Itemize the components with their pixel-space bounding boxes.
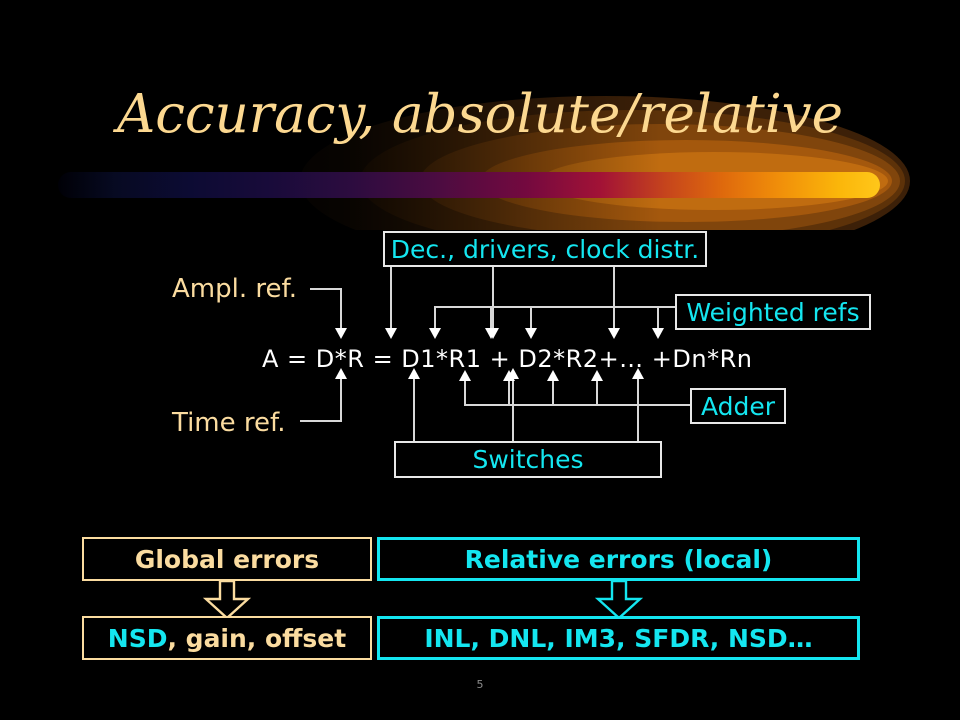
slide-title: Accuracy, absolute/relative — [116, 84, 844, 145]
connector-decoder-drop-3 — [613, 267, 615, 330]
connector-weighted-refs-drop-4 — [657, 306, 659, 330]
label-ampl-ref: Ampl. ref. — [172, 274, 298, 304]
box-relative-errors[interactable]: Relative errors (local) — [377, 537, 860, 581]
arrowhead-adder-3 — [547, 370, 559, 381]
arrowhead-decoder-1 — [385, 328, 397, 339]
arrowhead-switches-1 — [408, 368, 420, 379]
connector-weighted-refs-bus — [434, 306, 675, 308]
box-global-errors-label: Global errors — [134, 544, 320, 574]
arrowhead-time-ref — [335, 368, 347, 379]
connector-ampl-ref-vertical — [340, 288, 342, 330]
connector-adder-rise-4 — [596, 380, 598, 406]
arrowhead-adder-2 — [503, 370, 515, 381]
connector-switches-rise-1 — [413, 378, 415, 441]
block-arrow-global — [203, 580, 251, 620]
connector-ampl-ref-horizontal — [310, 288, 342, 290]
arrowhead-switches-3 — [632, 368, 644, 379]
arrowhead-weighted-3 — [525, 328, 537, 339]
label-time-ref: Time ref. — [172, 408, 286, 438]
arrowhead-ampl-ref — [335, 328, 347, 339]
connector-adder-rise-2 — [508, 380, 510, 406]
diagram-box-weighted-refs[interactable]: Weighted refs — [675, 294, 871, 330]
diagram-box-decoder[interactable]: Dec., drivers, clock distr. — [383, 231, 707, 267]
page-number: 5 — [476, 678, 484, 691]
connector-switches-rise-3 — [637, 378, 639, 441]
diagram-box-adder[interactable]: Adder — [690, 388, 786, 424]
connector-adder-rise-1 — [464, 380, 466, 406]
connector-weighted-refs-drop-1 — [434, 306, 436, 330]
arrowhead-adder-1 — [459, 370, 471, 381]
box-global-error-metrics-nsd: NSD — [107, 623, 168, 653]
diagram-box-switches[interactable]: Switches — [394, 441, 662, 478]
box-relative-error-metrics[interactable]: INL, DNL, IM3, SFDR, NSD… — [377, 616, 860, 660]
connector-weighted-refs-drop-2 — [490, 306, 492, 330]
diagram-box-switches-label: Switches — [472, 445, 584, 474]
arrowhead-weighted-2 — [485, 328, 497, 339]
connector-time-ref-horizontal — [300, 420, 342, 422]
block-arrow-relative — [595, 580, 643, 620]
connector-adder-bus — [464, 404, 690, 406]
connector-time-ref-vertical — [340, 378, 342, 422]
connector-switches-rise-2 — [512, 378, 514, 441]
box-global-error-metrics-rest: , gain, offset — [167, 623, 347, 653]
arrowhead-decoder-3 — [608, 328, 620, 339]
connector-decoder-drop-2 — [492, 267, 494, 330]
arrowhead-adder-4 — [591, 370, 603, 381]
connector-decoder-drop-1 — [390, 267, 392, 330]
arrowhead-weighted-1 — [429, 328, 441, 339]
connector-weighted-refs-drop-3 — [530, 306, 532, 330]
diagram-box-weighted-refs-label: Weighted refs — [686, 297, 860, 327]
box-relative-errors-label: Relative errors (local) — [464, 544, 773, 574]
diagram-box-adder-label: Adder — [700, 391, 776, 421]
box-global-errors[interactable]: Global errors — [82, 537, 372, 581]
box-global-error-metrics[interactable]: NSD, gain, offset — [82, 616, 372, 660]
box-relative-error-metrics-label: INL, DNL, IM3, SFDR, NSD… — [424, 623, 813, 653]
diagram-box-decoder-label: Dec., drivers, clock distr. — [390, 234, 700, 264]
connector-adder-rise-3 — [552, 380, 554, 406]
arrowhead-weighted-4 — [652, 328, 664, 339]
